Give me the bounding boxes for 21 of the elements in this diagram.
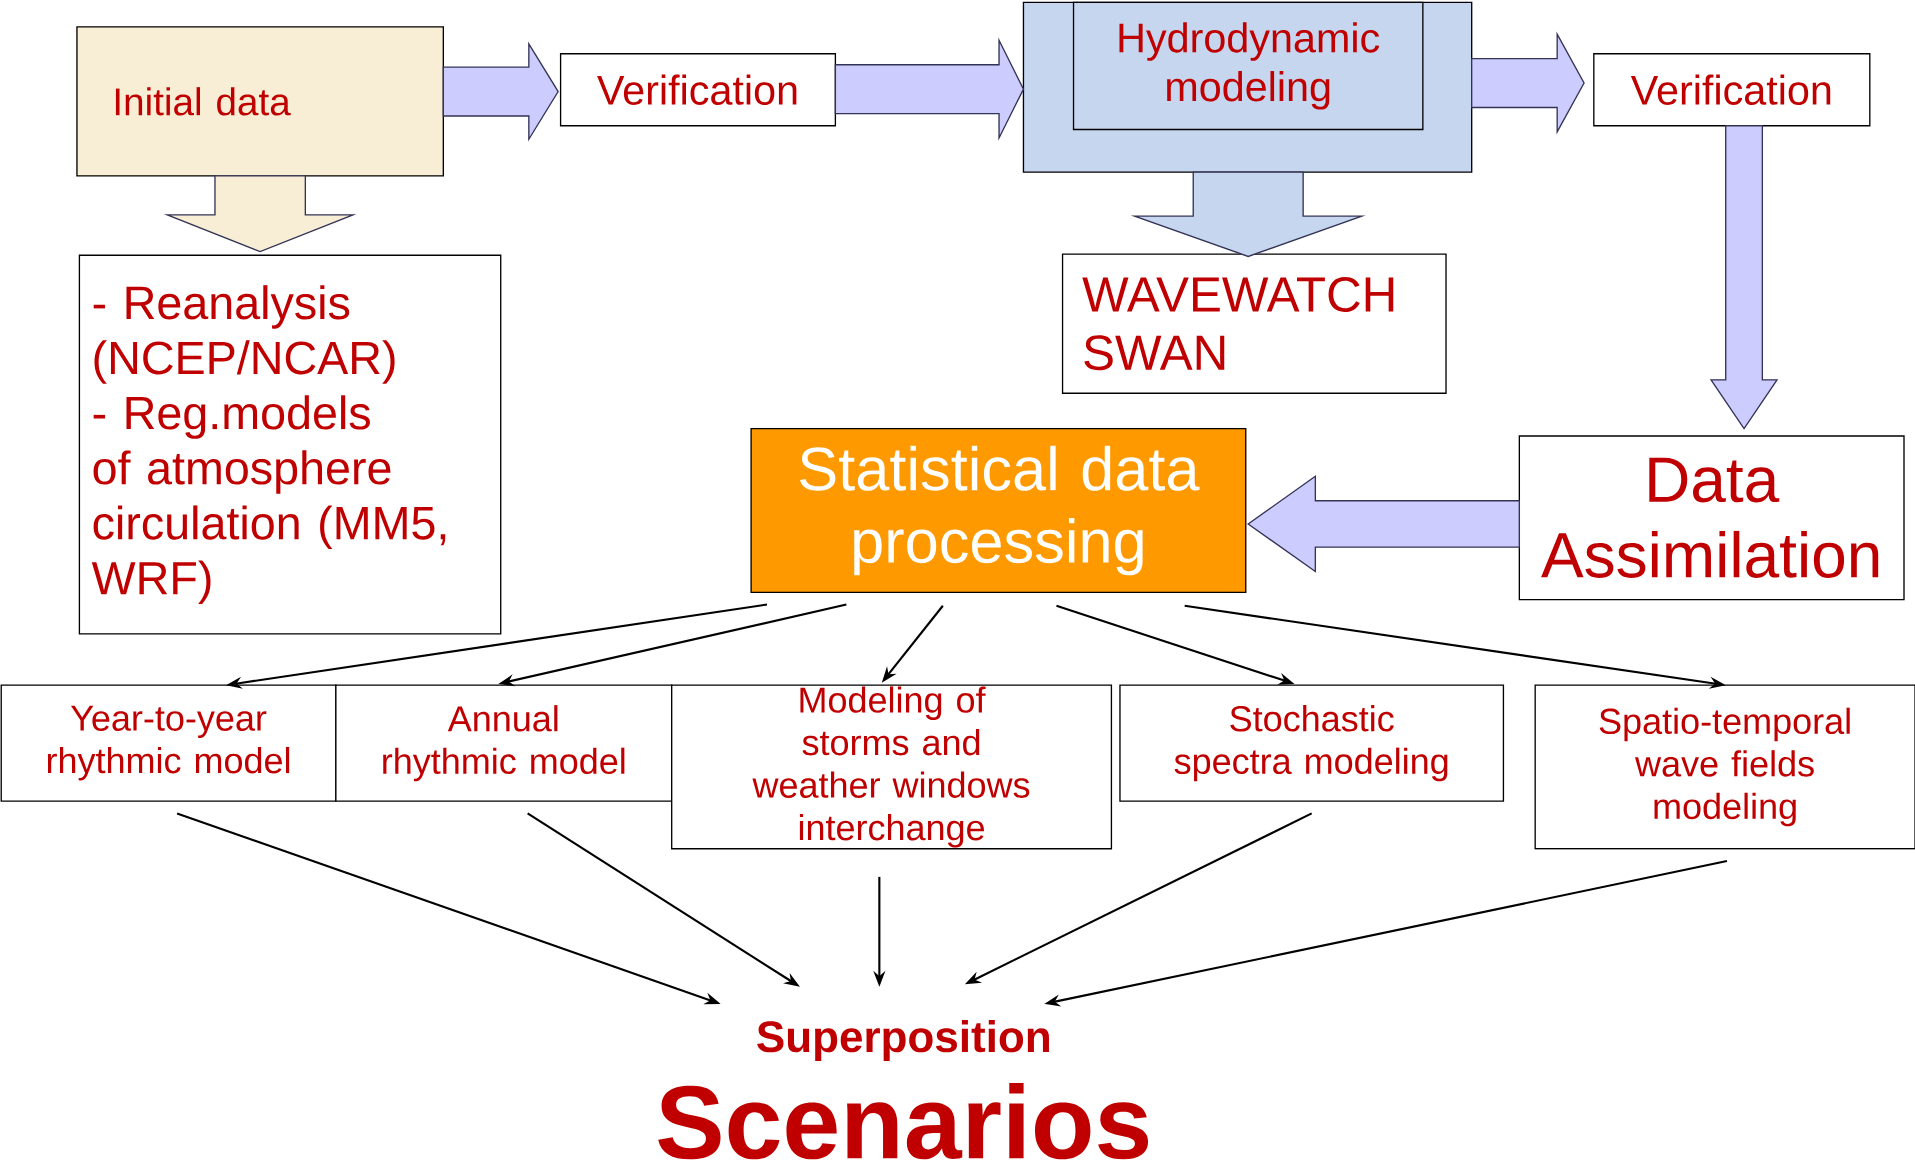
process-box: Verification [559,53,837,127]
list-box: - Reanalysis (NCEP/NCAR) - Reg.models of atmosphere circulation (MM5, WRF) [78,254,502,635]
title-text: Scenarios [658,1082,1149,1160]
block-arrow [442,41,559,142]
list-box: WAVEWATCH SWAN [1061,253,1447,394]
block-arrow [1471,31,1585,135]
superposition-label: Superposition [757,1019,1049,1061]
model-box: Annual rhythmic model [335,684,673,802]
model-box: Stochastic spectra modeling [1119,684,1505,802]
block-arrow [1247,474,1520,573]
model-box: Year-to-year rhythmic model [0,684,337,802]
data-box: Initial data [76,26,444,177]
process-box: Hydrodynamic modeling [1072,1,1424,131]
process-box: Data Assimilation [1518,435,1905,601]
model-box: Modeling of storms and weather windows interchange [671,684,1113,850]
model-box: Spatio-temporal wave fields modeling [1534,684,1915,850]
block-arrow [1709,125,1779,430]
block-arrow [163,175,357,253]
process-box: Verification [1593,53,1871,127]
process-box: Statistical data processing [750,427,1247,593]
block-arrow [834,37,1025,141]
